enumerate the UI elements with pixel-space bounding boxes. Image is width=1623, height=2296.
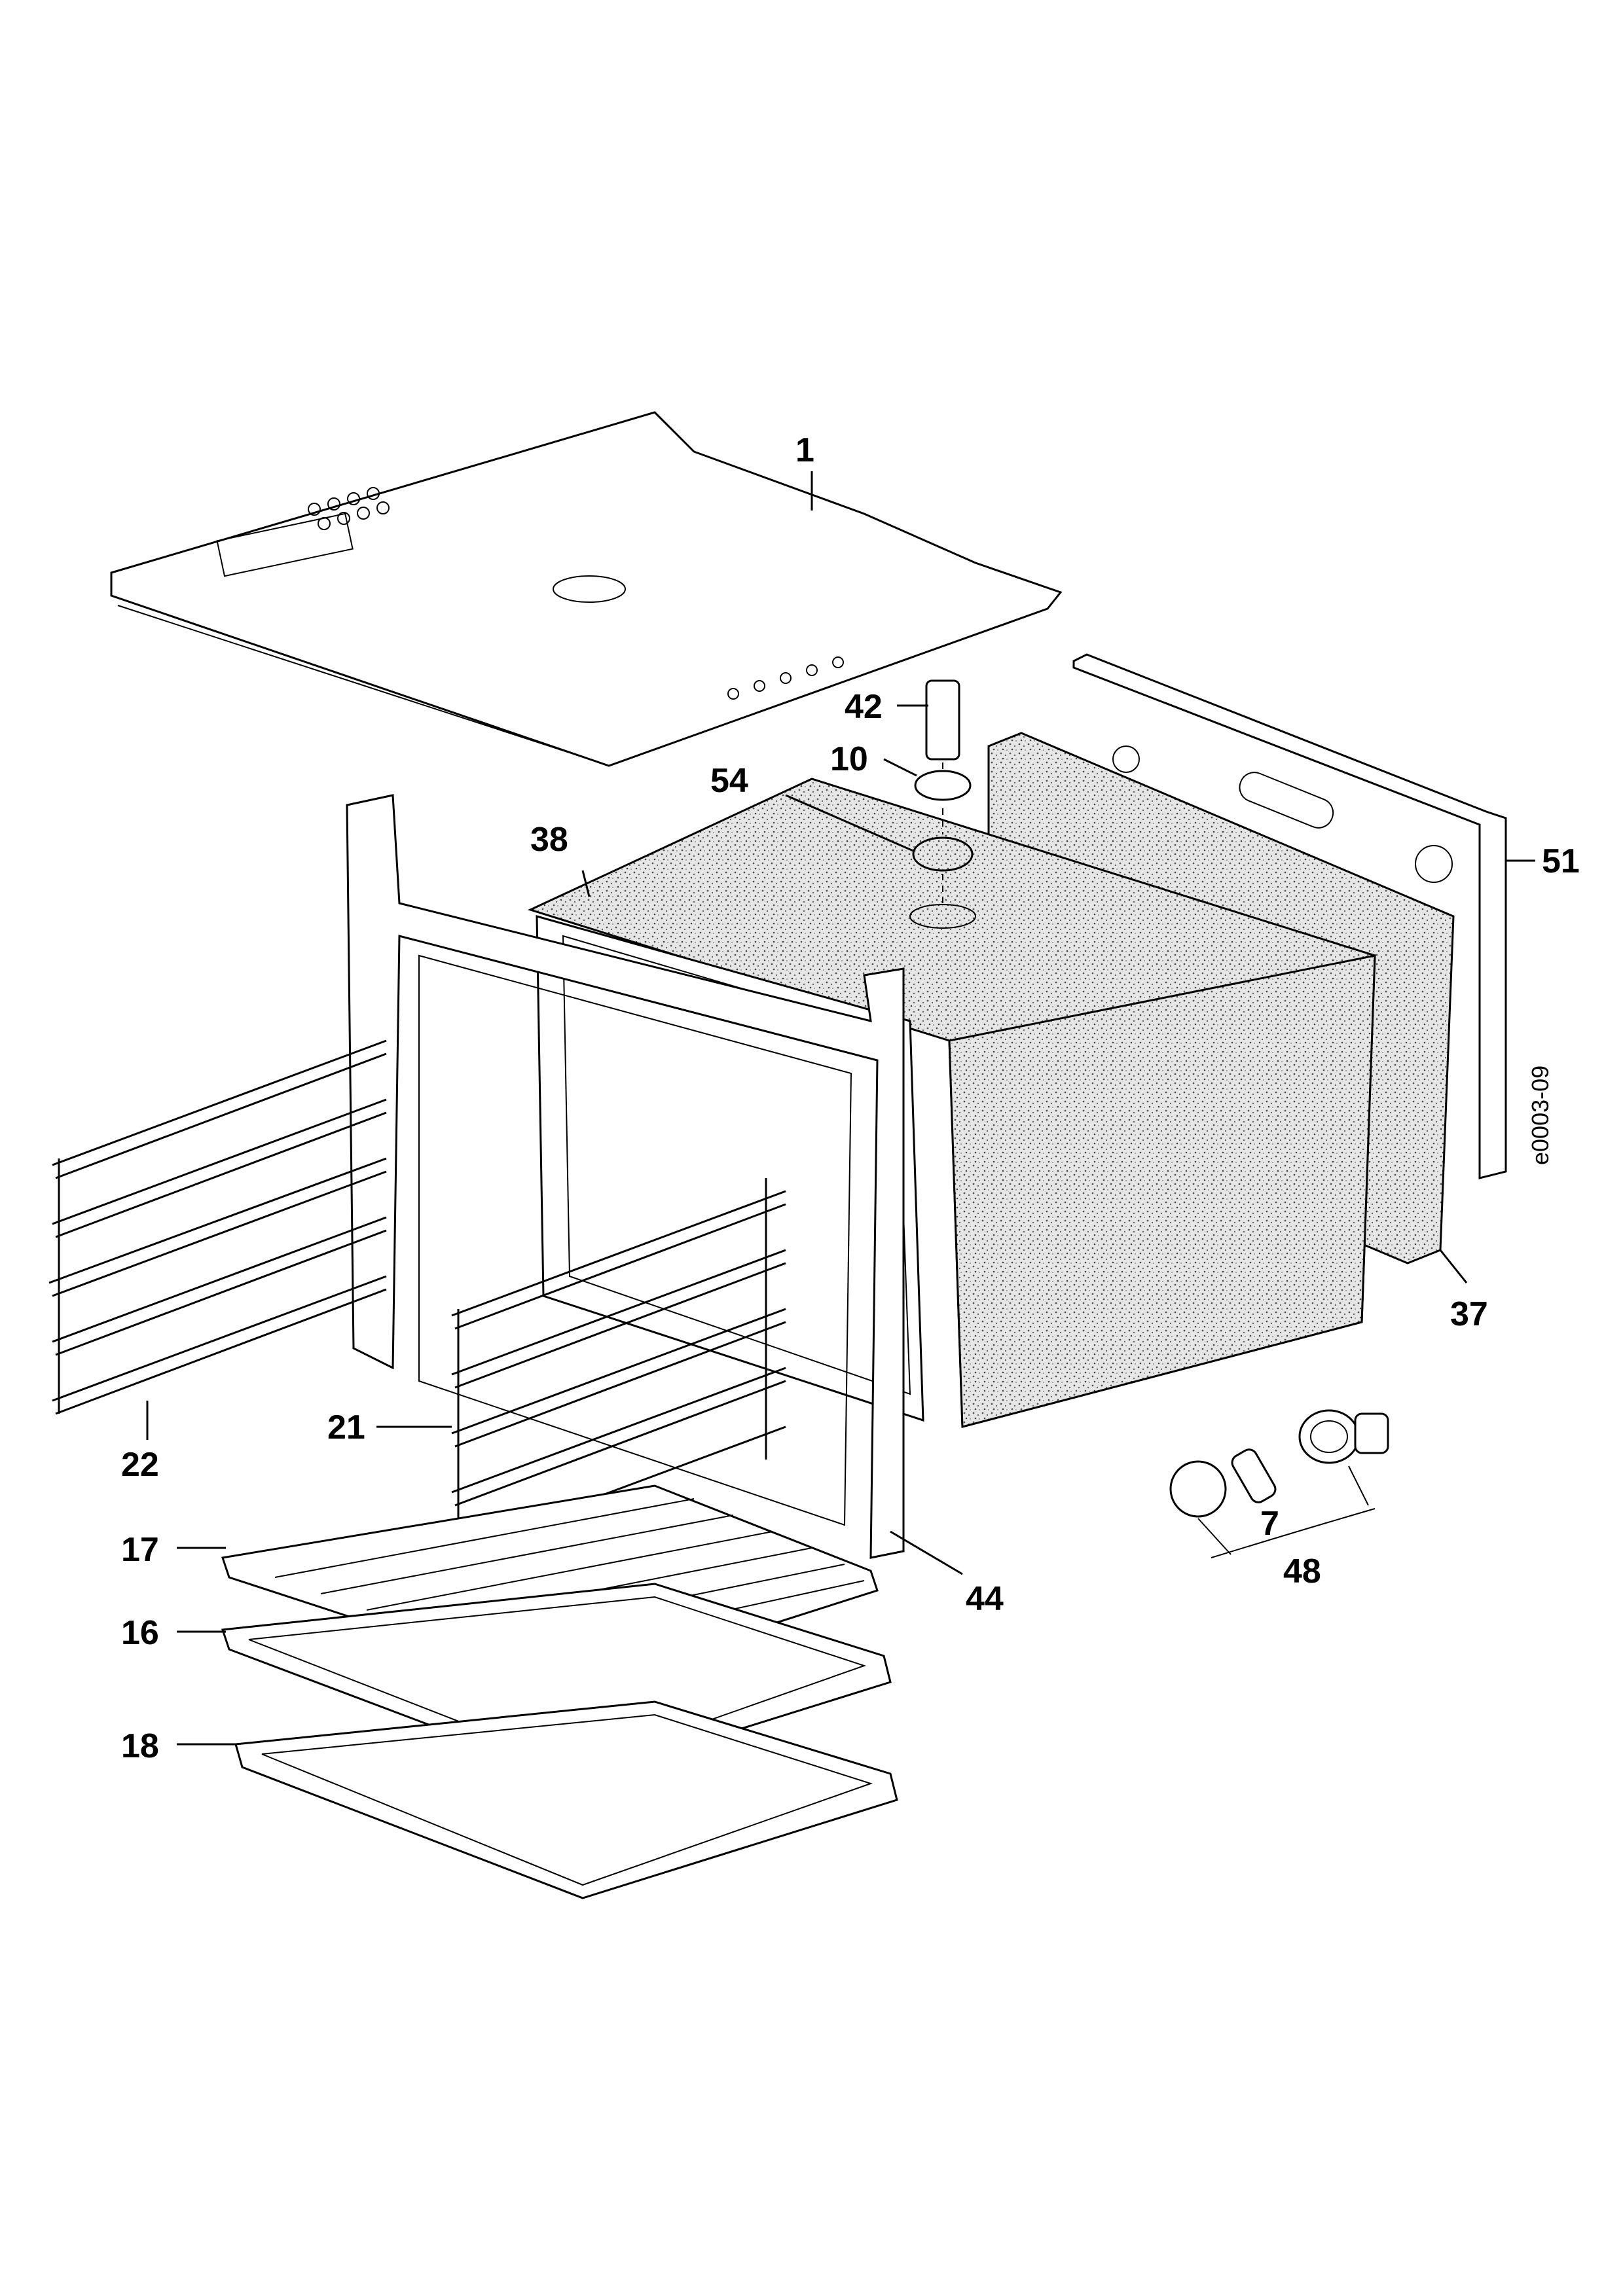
callout-38: 38 (530, 821, 568, 859)
drawing-code: e0003-09 (1527, 1066, 1554, 1165)
oven-cavity (527, 778, 1376, 1428)
callout-48: 48 (1283, 1552, 1321, 1590)
top-cover-panel (110, 411, 1063, 767)
back-plate (1072, 653, 1507, 1179)
callout-54: 54 (710, 762, 748, 800)
leader-lines (146, 471, 1535, 1746)
callout-10: 10 (830, 740, 868, 778)
left-shelf-rails (48, 1039, 387, 1415)
callout-37: 37 (1450, 1295, 1488, 1333)
callout-42: 42 (845, 688, 883, 726)
callout-44: 44 (966, 1580, 1004, 1618)
control-knob-holes (308, 487, 844, 700)
front-frame (346, 794, 905, 1559)
drip-pan (234, 1700, 898, 1899)
callout-1: 1 (795, 431, 814, 469)
callout-22: 22 (121, 1446, 159, 1484)
callout-51: 51 (1542, 842, 1580, 880)
callout-18: 18 (121, 1727, 159, 1765)
callout-21: 21 (327, 1408, 365, 1446)
lamp-assembly (909, 679, 976, 929)
callout-17: 17 (121, 1531, 159, 1569)
callout-7: 7 (1260, 1505, 1279, 1543)
lamp-cover-bulb-holder (1169, 1409, 1389, 1558)
callout-16: 16 (121, 1614, 159, 1652)
